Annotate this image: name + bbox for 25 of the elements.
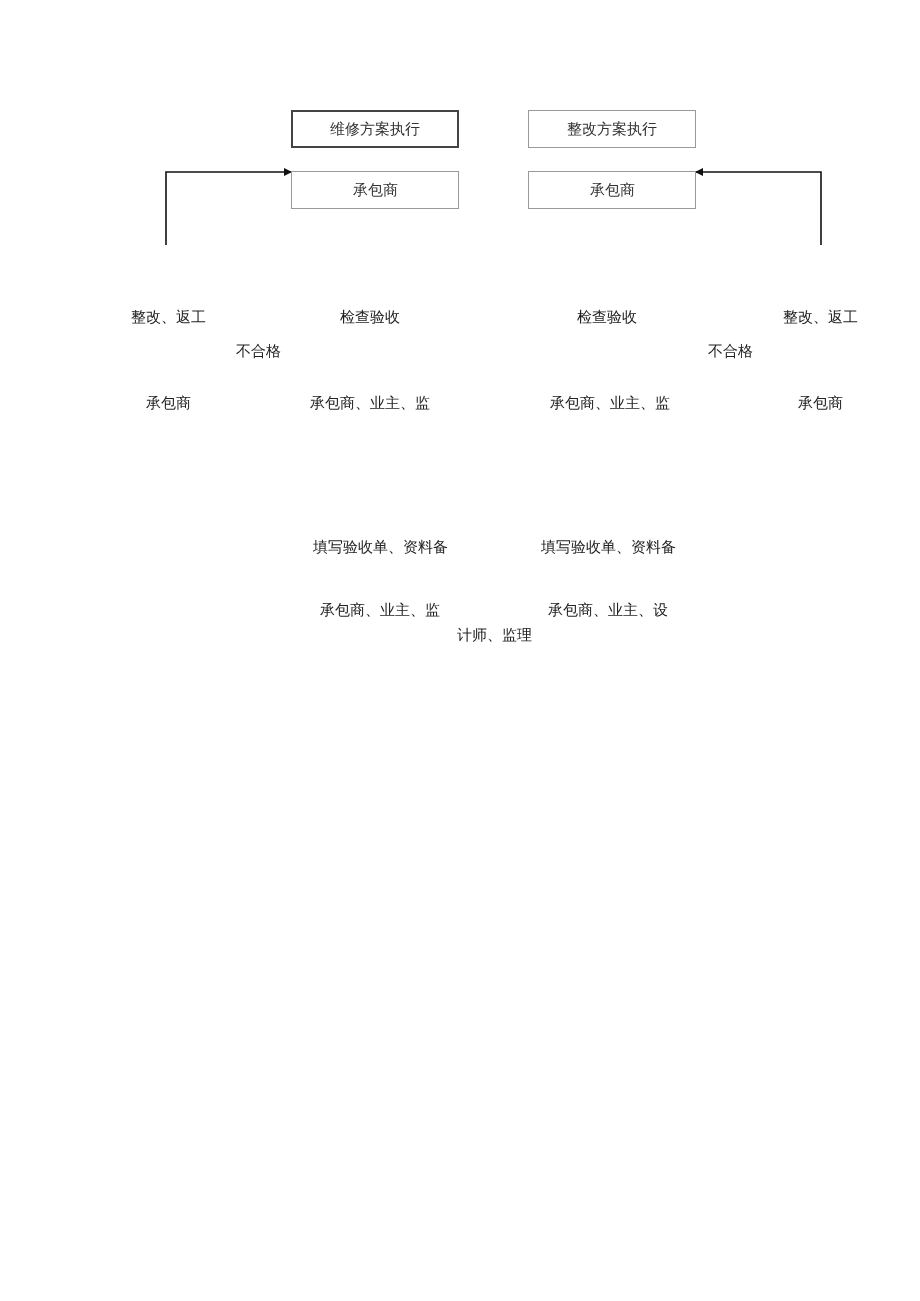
process-box <box>291 110 459 148</box>
flow-note: 检查验收 <box>340 308 400 327</box>
flow-note: 承包商 <box>145 394 191 413</box>
flow-note: 承包商、业主、监 <box>310 394 430 413</box>
flow-note: 填写验收单、资料备 <box>312 538 448 557</box>
arrow <box>165 168 292 246</box>
process-box <box>528 110 696 148</box>
flow-note: 填写验收单、资料备 <box>540 538 676 557</box>
flow-note: 不合格 <box>707 342 753 361</box>
box-label: 维修方案执行 <box>330 119 420 139</box>
box-label: 整改方案执行 <box>567 119 657 139</box>
process-box <box>528 171 696 209</box>
flow-note: 检查验收 <box>577 308 637 327</box>
process-box <box>291 171 459 209</box>
flow-note: 计师、监理 <box>456 626 532 645</box>
flow-note: 承包商 <box>797 394 843 413</box>
flow-note: 承包商、业主、监 <box>550 394 670 413</box>
box-label: 承包商 <box>589 180 635 200</box>
flow-note: 不合格 <box>235 342 281 361</box>
flow-note: 整改、返工 <box>782 308 858 327</box>
arrow <box>695 168 822 246</box>
flow-note: 整改、返工 <box>130 308 206 327</box>
box-label: 承包商 <box>352 180 398 200</box>
flow-note: 承包商、业主、设 <box>548 601 668 620</box>
flow-note: 承包商、业主、监 <box>320 601 440 620</box>
